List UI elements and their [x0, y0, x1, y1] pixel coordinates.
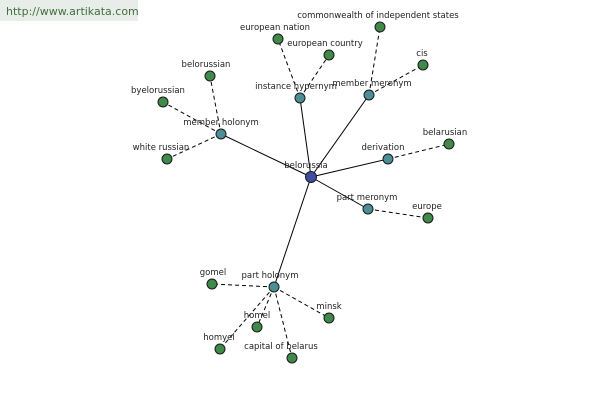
label-homyel: homyel [203, 333, 235, 343]
node-belarusian[interactable] [443, 138, 455, 150]
edge-part-holonym-to-minsk [273, 286, 330, 319]
node-byelorussian[interactable] [157, 96, 169, 108]
label-minsk: minsk [316, 302, 341, 312]
node-europe[interactable] [422, 212, 434, 224]
node-homel[interactable] [251, 321, 263, 333]
node-derivation[interactable] [382, 153, 394, 165]
label-derivation: derivation [361, 143, 404, 153]
label-capital-of-belarus: capital of belarus [244, 342, 318, 352]
node-minsk[interactable] [323, 312, 335, 324]
edge-instance-hypernym-to-european-nation [277, 38, 301, 99]
edge-derivation-to-belarusian [387, 143, 450, 160]
label-member-meronym: member meronym [332, 79, 411, 89]
node-belorussian[interactable] [204, 70, 216, 82]
edge-member-meronym-to-cis [368, 26, 381, 96]
node-european-country[interactable] [323, 49, 335, 61]
edge-member-meronym-to-cis-abbr [368, 64, 424, 96]
label-belorussian: belorussian [182, 60, 231, 70]
label-instance-hypernym: instance hypernym [255, 82, 337, 92]
label-byelorussian: byelorussian [131, 86, 185, 96]
node-european-nation[interactable] [272, 33, 284, 45]
label-european-country: european country [287, 39, 363, 49]
node-belorussia[interactable] [305, 171, 317, 183]
edge-member-holonym-to-white-russian [166, 133, 222, 160]
label-part-meronym: part meronym [337, 193, 398, 203]
node-member-meronym[interactable] [363, 89, 375, 101]
edge-part-holonym-to-capital-of-belarus [273, 286, 293, 359]
label-gomel: gomel [200, 268, 226, 278]
edge-belorussia-to-derivation [310, 158, 389, 178]
node-part-holonym[interactable] [268, 281, 280, 293]
node-cis-abbr[interactable] [417, 59, 429, 71]
edge-instance-hypernym-to-european-country [299, 54, 330, 99]
edge-belorussia-to-member-holonym [220, 133, 312, 178]
edge-part-holonym-to-gomel [211, 283, 275, 288]
watermark-background [0, 0, 138, 21]
node-white-russian[interactable] [161, 153, 173, 165]
label-europe: europe [412, 202, 442, 212]
label-part-holonym: part holonym [242, 271, 299, 281]
label-member-holonym: member holonym [183, 118, 258, 128]
node-member-holonym[interactable] [215, 128, 227, 140]
labels-layer: belorussia member holonym instance hyperny… [131, 11, 467, 352]
edge-belorussia-to-instance-hypernym [299, 97, 312, 178]
node-gomel[interactable] [206, 278, 218, 290]
edge-part-holonym-to-homel [256, 286, 275, 328]
edge-belorussia-to-part-holonym [273, 176, 312, 288]
label-belorussia: belorussia [284, 161, 328, 171]
edge-member-holonym-to-belorussian [209, 75, 222, 135]
nodes-layer [157, 21, 455, 364]
node-instance-hypernym[interactable] [294, 92, 306, 104]
edges-layer [162, 26, 450, 359]
node-cis[interactable] [374, 21, 386, 33]
node-homyel[interactable] [214, 343, 226, 355]
edge-belorussia-to-part-meronym [310, 176, 369, 210]
edge-belorussia-to-member-meronym [310, 94, 370, 178]
node-part-meronym[interactable] [362, 203, 374, 215]
watermark-text: http://www.artikata.com [6, 5, 139, 18]
node-capital-of-belarus[interactable] [286, 352, 298, 364]
label-homel: homel [244, 311, 270, 321]
edge-part-meronym-to-europe [367, 208, 429, 219]
label-cis: commonwealth of independent states [297, 11, 459, 21]
label-white-russian: white russian [133, 143, 190, 153]
label-cis-abbr: cis [416, 49, 428, 59]
label-belarusian: belarusian [423, 128, 467, 138]
label-european-nation: european nation [240, 23, 310, 33]
